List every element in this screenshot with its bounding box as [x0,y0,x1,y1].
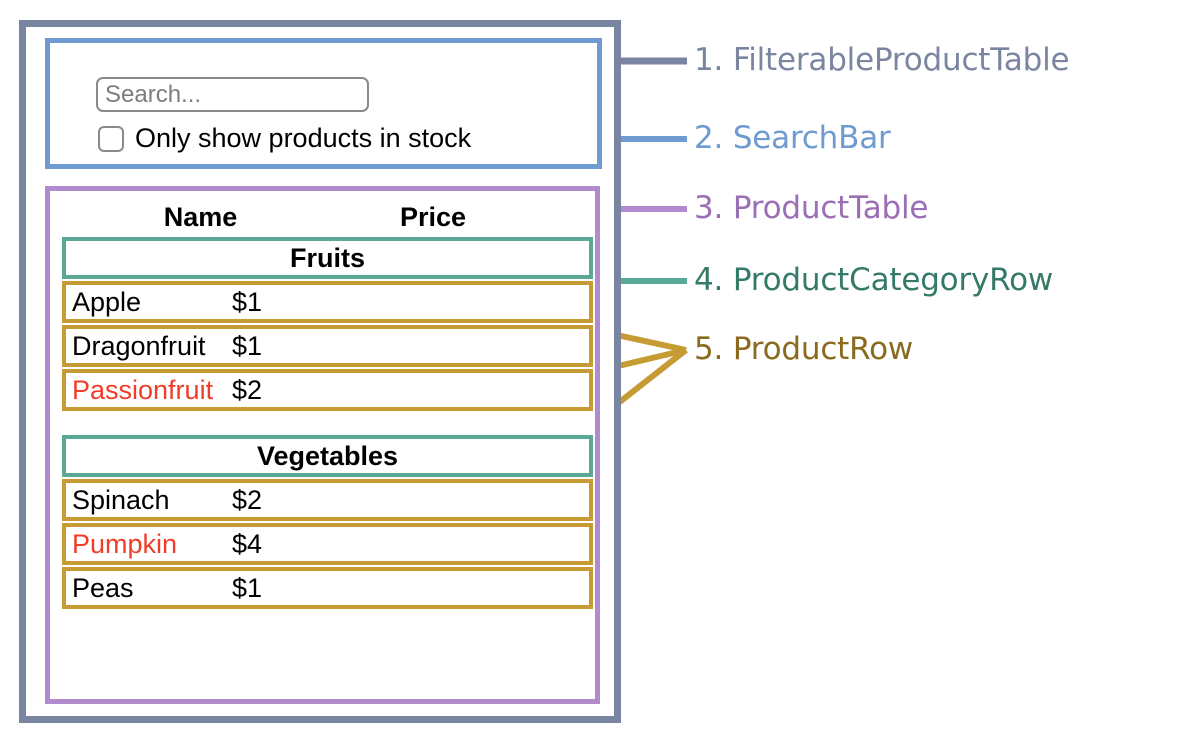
search-bar-frame: Search... Only show products in stock [45,38,602,169]
legend-item-product-category-row: 4. ProductCategoryRow [694,262,1054,298]
product-price: $2 [232,484,263,515]
product-row: Pumpkin $4 [62,523,593,565]
legend-item-product-row: 5. ProductRow [694,331,914,367]
product-name: Spinach [72,484,170,515]
product-name: Dragonfruit [72,330,206,361]
product-price: $1 [232,572,263,603]
product-price: $2 [232,374,263,405]
product-price: $1 [232,330,263,361]
product-name: Pumpkin [72,528,178,559]
legend-item-filterable-product-table: 1. FilterableProductTable [694,42,1070,78]
product-category-row: Vegetables [62,435,593,477]
product-price: $4 [232,528,263,559]
product-category-label: Fruits [289,242,365,273]
product-name: Passionfruit [72,374,214,405]
search-input[interactable]: Search... [96,77,369,112]
product-name: Apple [72,286,142,317]
group-spacer [62,413,593,435]
product-table-frame: Name Price Fruits Apple $1 Dragonfruit $… [45,186,600,704]
in-stock-checkbox-row[interactable]: Only show products in stock [98,125,471,152]
product-price: $1 [232,286,263,317]
legend-item-search-bar: 2. SearchBar [694,120,891,156]
product-row: Apple $1 [62,281,593,323]
product-table-body: Name Price Fruits Apple $1 Dragonfruit $… [62,197,593,611]
product-category-label: Vegetables [256,440,399,471]
in-stock-checkbox-label: Only show products in stock [135,123,472,153]
product-table-header-row: Name Price [62,197,593,237]
product-name: Peas [72,572,134,603]
column-header-name: Name [163,201,238,232]
product-row: Passionfruit $2 [62,369,593,411]
product-row: Spinach $2 [62,479,593,521]
product-category-row: Fruits [62,237,593,279]
column-header-price: Price [399,201,467,232]
product-row: Dragonfruit $1 [62,325,593,367]
product-row: Peas $1 [62,567,593,609]
legend-item-product-table: 3. ProductTable [694,190,929,226]
checkbox-icon[interactable] [98,125,124,152]
